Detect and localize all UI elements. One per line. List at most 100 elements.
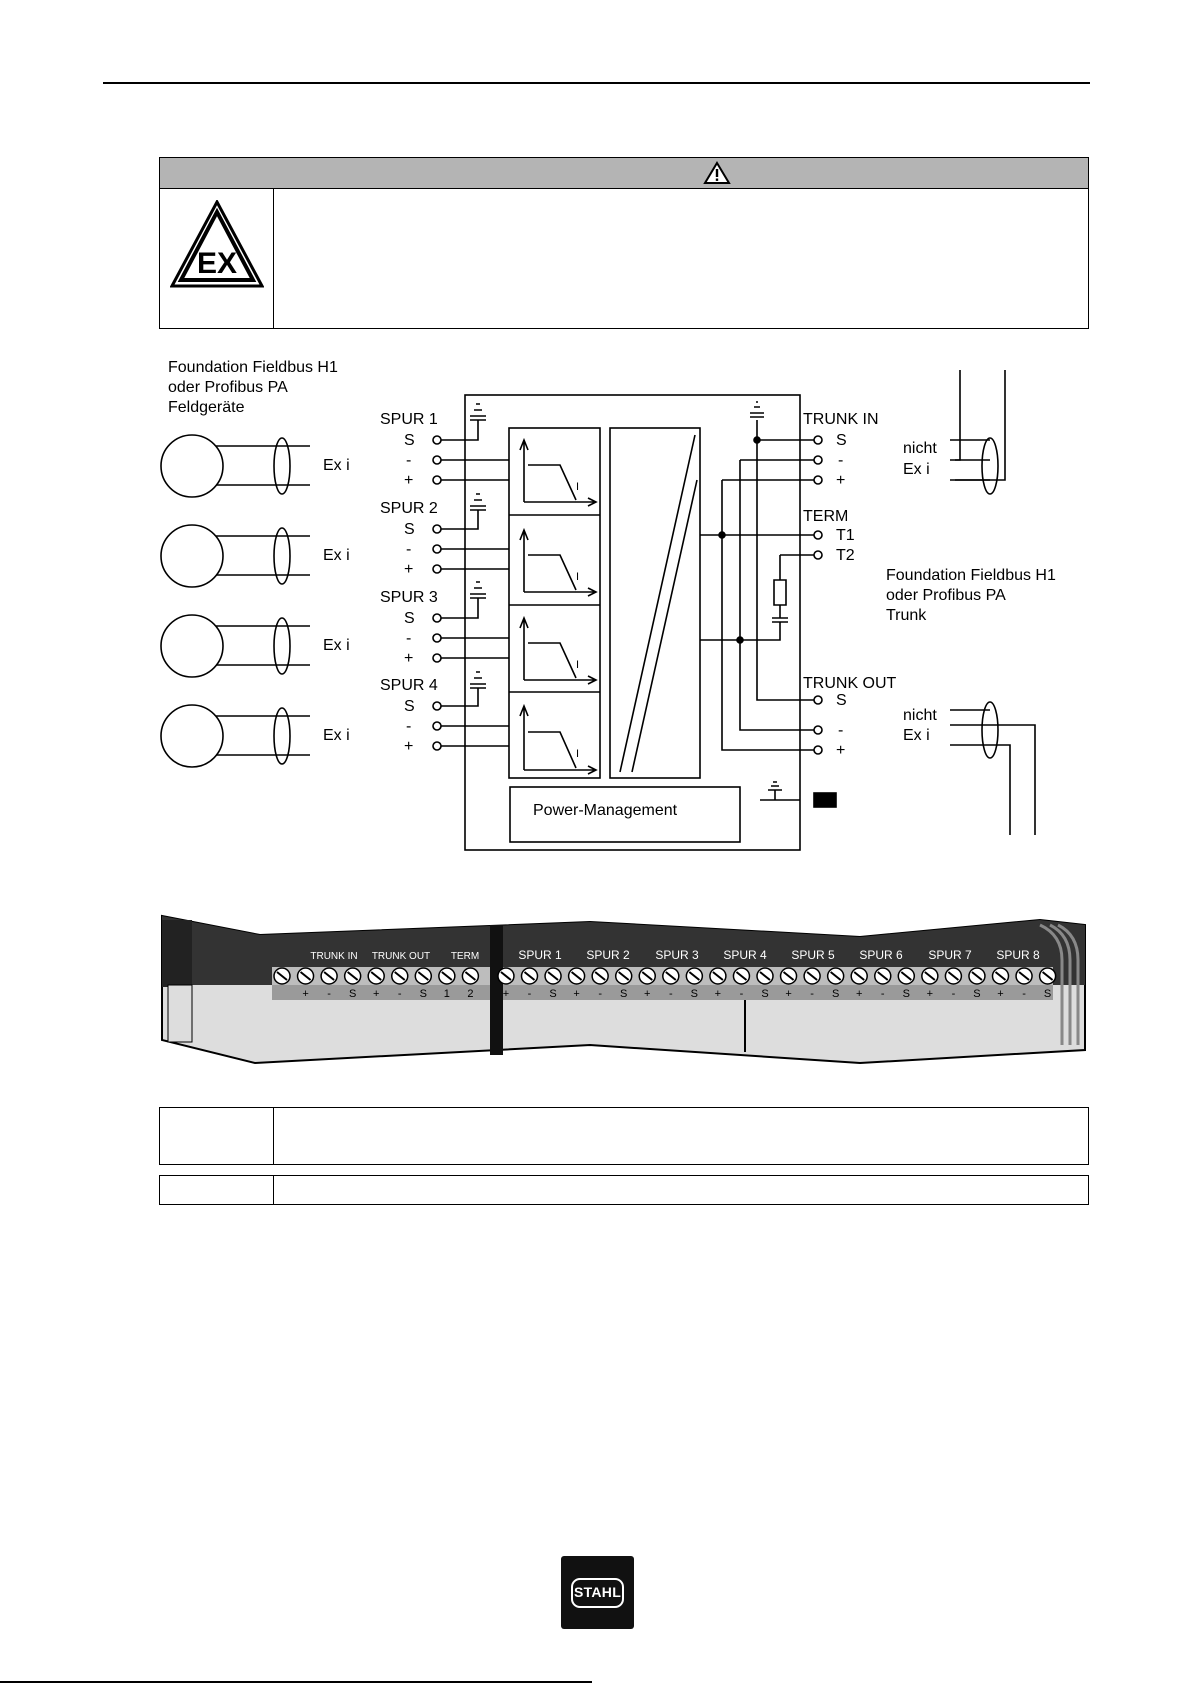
terminal-pin-label: -	[669, 988, 673, 1000]
ex-i-label: Ex i	[903, 461, 930, 478]
trunk-title-2: oder Profibus PA	[886, 587, 1006, 604]
terminal-pin-label: S	[620, 988, 627, 1000]
stahl-logo-text: STAHL	[573, 1584, 622, 1600]
terminal-group-label: TRUNK OUT	[372, 951, 430, 962]
terminal-pin-label: -	[952, 988, 956, 1000]
terminal-group-label: SPUR 6	[859, 948, 903, 962]
pin-label: S	[404, 521, 415, 538]
terminal-pin-label: S	[973, 988, 980, 1000]
spur-2-label: SPUR 2	[380, 500, 438, 517]
terminal-pin-label: S	[691, 988, 698, 1000]
pin-label: +	[404, 472, 413, 489]
ex-hazard-icon: EX	[170, 200, 264, 288]
terminal-group-label: TRUNK IN	[310, 951, 357, 962]
pin-label: S	[836, 692, 847, 709]
trunk-out-label: TRUNK OUT	[803, 675, 897, 692]
footer-rule	[0, 1681, 592, 1683]
current-label: I	[576, 659, 579, 671]
pin-label: -	[406, 452, 411, 469]
trunk-out-cable	[950, 701, 1036, 835]
wiring-block-diagram: Foundation Fieldbus H1 oder Profibus PA …	[160, 359, 1056, 851]
screw-terminals	[273, 967, 1057, 985]
pin-label: S	[404, 432, 415, 449]
terminal-pin-label: S	[1044, 988, 1051, 1000]
current-label: I	[576, 571, 579, 583]
terminal-group-label: SPUR 8	[996, 948, 1040, 962]
terminal-pin-label: 1	[444, 988, 450, 1000]
trunk-wiring	[700, 401, 837, 808]
ex-i-label: Ex i	[903, 727, 930, 744]
stahl-logo: STAHL	[561, 1556, 634, 1629]
terminal-pin-label: -	[740, 988, 744, 1000]
power-management-block	[509, 786, 741, 843]
field-device-2	[160, 524, 310, 588]
ex-i-label: Ex i	[323, 637, 350, 654]
terminal-pin-label: +	[503, 988, 509, 1000]
field-device-1	[160, 434, 310, 498]
current-label: I	[576, 481, 579, 493]
ex-i-label: Ex i	[323, 457, 350, 474]
warning-side-cell: EX	[160, 188, 274, 328]
terminal-pin-label: -	[1022, 988, 1026, 1000]
trunk-title-3: Trunk	[886, 607, 927, 624]
field-title-3: Feldgeräte	[168, 399, 245, 416]
terminal-group-label: SPUR 7	[928, 948, 972, 962]
isolation-block	[609, 427, 701, 779]
pin-label: -	[838, 452, 843, 469]
terminal-pin-label: S	[420, 988, 427, 1000]
terminal-pin-label: +	[302, 988, 308, 1000]
header-rule	[103, 82, 1090, 84]
terminal-pin-label: -	[598, 988, 602, 1000]
pin-label: S	[836, 432, 847, 449]
ex-i-label: Ex i	[323, 727, 350, 744]
terminal-group-label: SPUR 4	[723, 948, 767, 962]
warning-header	[160, 158, 1088, 189]
terminal-pin-label: +	[373, 988, 379, 1000]
spur-1-label: SPUR 1	[380, 411, 438, 428]
module-housing	[464, 394, 801, 851]
power-management-label: Power-Management	[533, 802, 678, 819]
spur-4-label: SPUR 4	[380, 677, 438, 694]
terminal-pin-label: +	[644, 988, 650, 1000]
terminal-pin-label: -	[398, 988, 402, 1000]
terminal-points	[432, 435, 823, 755]
terminal-group-label: SPUR 1	[518, 948, 562, 962]
terminal-pin-label: +	[573, 988, 579, 1000]
field-title-1: Foundation Fieldbus H1	[168, 359, 338, 376]
svg-text:EX: EX	[197, 247, 237, 280]
warning-text-cell	[274, 189, 1086, 327]
term-label: TERM	[803, 508, 848, 525]
terminal-group-label: SPUR 5	[791, 948, 835, 962]
terminal-pin-label: -	[810, 988, 814, 1000]
spur-3-label: SPUR 3	[380, 589, 438, 606]
term-pin-t2: T2	[836, 547, 855, 564]
pin-label: +	[836, 742, 845, 759]
nicht-label: nicht	[903, 707, 937, 724]
spur-ground-symbols	[470, 403, 486, 689]
field-device-3	[160, 614, 310, 678]
pin-label: +	[404, 561, 413, 578]
terminal-group-label: TERM	[451, 951, 479, 962]
terminal-pin-label: +	[785, 988, 791, 1000]
pin-label: +	[836, 472, 845, 489]
ex-i-label: Ex i	[323, 547, 350, 564]
pin-label: -	[838, 722, 843, 739]
spur-wiring	[440, 420, 509, 747]
info-table-1	[159, 1107, 1089, 1165]
info-table-2	[159, 1175, 1089, 1205]
terminal-group-label: SPUR 2	[586, 948, 630, 962]
spur-blocks	[508, 427, 601, 779]
pin-label: S	[404, 610, 415, 627]
pin-label: +	[404, 738, 413, 755]
terminal-pin-label: S	[549, 988, 556, 1000]
terminal-pin-label: S	[832, 988, 839, 1000]
terminal-pin-label: +	[927, 988, 933, 1000]
trunk-in-cable	[950, 370, 1006, 495]
trunk-in-label: TRUNK IN	[803, 411, 879, 428]
field-title-2: oder Profibus PA	[168, 379, 288, 396]
warning-box: EX	[159, 157, 1089, 329]
terminal-pin-label: 2	[467, 988, 473, 1000]
terminal-pin-label: S	[761, 988, 768, 1000]
field-device-4	[160, 704, 310, 768]
terminal-pin-label: -	[528, 988, 532, 1000]
